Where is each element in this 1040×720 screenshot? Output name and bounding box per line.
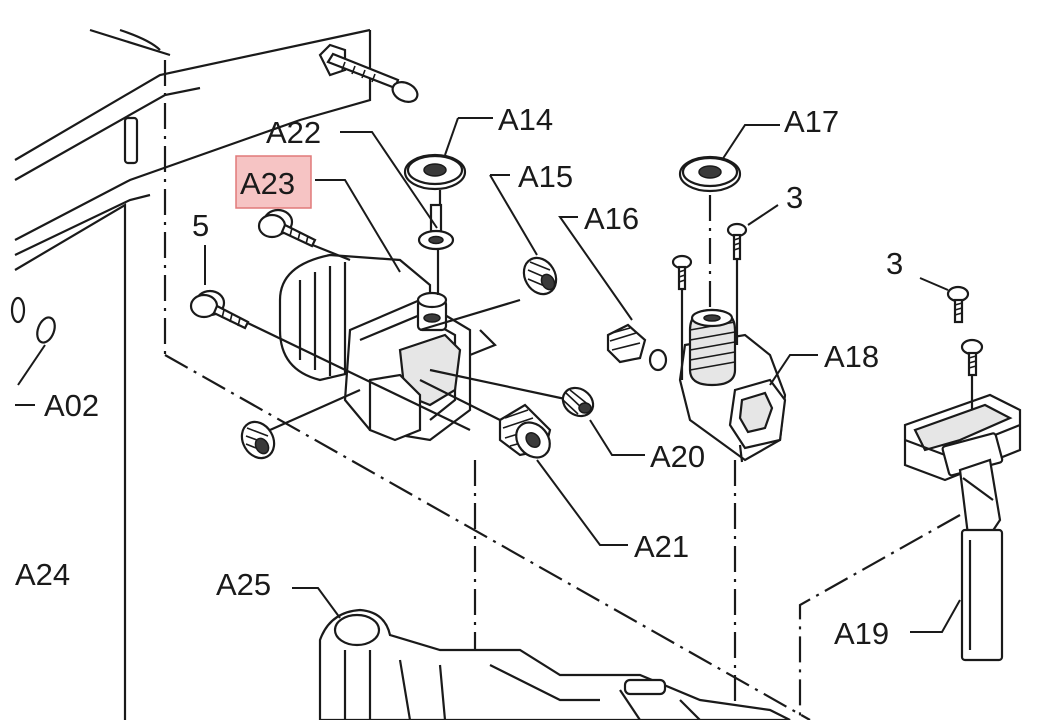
label-a25: A25 <box>216 567 271 602</box>
label-a02: A02 <box>44 388 99 423</box>
label-a22: A22 <box>266 115 321 150</box>
screw-5-upper <box>257 208 317 248</box>
washer-a14 <box>403 153 467 191</box>
label-a18: A18 <box>824 339 879 374</box>
highlight-box-a23 <box>235 155 312 209</box>
shaft-a22 <box>417 203 455 251</box>
label-a16: A16 <box>584 201 639 236</box>
pump-a18 <box>678 308 787 463</box>
screw-3-a19-lower <box>960 338 984 410</box>
base-tray-a25 <box>318 608 791 720</box>
screw-3-a19-upper <box>919 277 970 324</box>
screw-3-a18-right <box>726 204 779 345</box>
o-ring-a02 <box>10 296 56 406</box>
housing-frame <box>14 28 811 720</box>
coupling-left <box>240 420 276 460</box>
washer-a17 <box>678 155 742 315</box>
label-screw-3-upper: 3 <box>786 180 803 215</box>
label-screw-3-right: 3 <box>886 246 903 281</box>
screw-3-a18-left <box>671 254 693 380</box>
label-a19: A19 <box>834 616 889 651</box>
screw-5-lower <box>189 289 250 330</box>
label-a20: A20 <box>650 439 705 474</box>
sensor-a19 <box>903 393 1022 662</box>
label-screw-5: 5 <box>192 208 209 243</box>
label-a24: A24 <box>15 557 70 592</box>
coupling-a21 <box>498 403 552 459</box>
coupling-a15 <box>522 256 558 296</box>
leader-lines <box>204 117 961 633</box>
label-a23: A23 <box>240 166 295 201</box>
coupling-a16 <box>606 323 668 372</box>
motor-a23 <box>278 253 497 442</box>
label-a14: A14 <box>498 102 553 137</box>
coupling-a20 <box>561 386 595 418</box>
label-a15: A15 <box>518 159 573 194</box>
label-a21: A21 <box>634 529 689 564</box>
label-a17: A17 <box>784 104 839 139</box>
screw-housing <box>326 52 419 103</box>
